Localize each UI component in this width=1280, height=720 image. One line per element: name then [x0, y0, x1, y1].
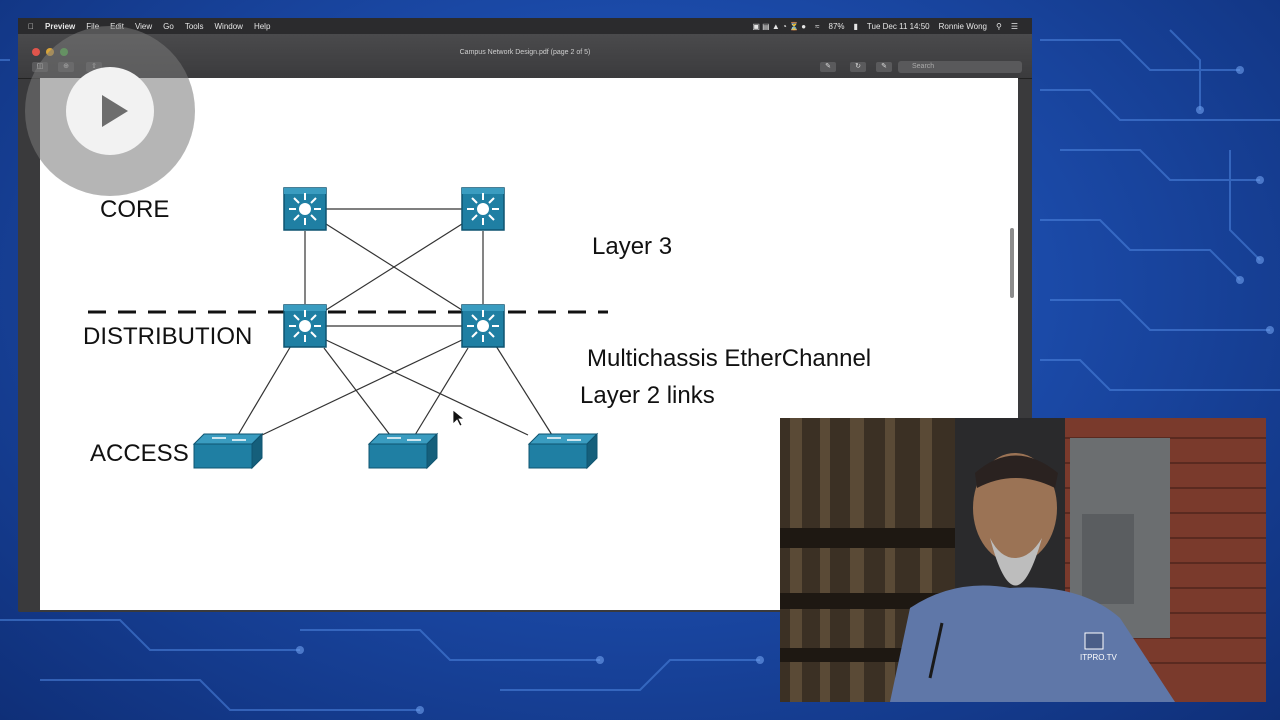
label-core: CORE	[100, 196, 170, 223]
access-switch-2-icon	[368, 433, 438, 469]
menu-go[interactable]: Go	[157, 21, 174, 31]
search-input[interactable]: Search	[898, 61, 1022, 73]
menu-bar:  Preview File Edit View Go Tools Window…	[18, 18, 1032, 34]
label-access: ACCESS	[90, 440, 189, 467]
vertical-scrollbar[interactable]	[1010, 228, 1014, 298]
menu-help[interactable]: Help	[247, 21, 270, 31]
label-layer2-links: Layer 2 links	[580, 382, 715, 409]
battery-icon[interactable]: ▮	[853, 21, 858, 31]
presenter-video: ITPRO.TV	[780, 418, 1266, 702]
menu-window[interactable]: Window	[208, 21, 243, 31]
label-distribution: DISTRIBUTION	[83, 323, 253, 350]
network-diagram	[88, 187, 608, 469]
menu-tools[interactable]: Tools	[178, 21, 204, 31]
wifi-icon[interactable]: ≈	[815, 21, 820, 31]
menu-view[interactable]: View	[128, 21, 152, 31]
itprotv-badge: ITPRO.TV	[1080, 653, 1118, 662]
label-layer3: Layer 3	[592, 233, 673, 260]
menu-file[interactable]: File	[80, 21, 99, 31]
rotate-icon[interactable]: ↻	[850, 62, 866, 72]
play-button-disc	[66, 67, 154, 155]
close-button[interactable]	[32, 48, 40, 56]
clock[interactable]: Tue Dec 11 14:50	[866, 21, 930, 31]
access-switch-3-icon	[528, 433, 598, 469]
apple-icon[interactable]: 	[28, 22, 34, 31]
document-title: Campus Network Design.pdf (page 2 of 5)	[459, 49, 591, 56]
battery-percent[interactable]: 87%	[828, 21, 845, 31]
access-switch-1-icon	[193, 433, 263, 469]
distribution-switch-2-icon	[461, 304, 505, 348]
status-icons[interactable]: ▣ ▤ ▲ ◔ ⏳ ●	[752, 21, 807, 31]
menu-app-name[interactable]: Preview	[39, 21, 75, 31]
spotlight-icon[interactable]: ⚲	[995, 21, 1002, 31]
play-icon	[102, 95, 128, 127]
play-button[interactable]	[25, 26, 195, 196]
label-multichassis-etherchannel: Multichassis EtherChannel	[587, 345, 872, 372]
link-lines	[237, 208, 553, 436]
core-switch-2-icon	[461, 187, 505, 231]
annotate-icon[interactable]: ✎	[876, 62, 892, 72]
notification-icon[interactable]: ☰	[1010, 21, 1018, 31]
distribution-switch-1-icon	[283, 304, 327, 348]
mouse-cursor-icon	[452, 409, 466, 427]
core-switch-1-icon	[283, 187, 327, 231]
presenter-scene: ITPRO.TV	[780, 418, 1266, 702]
user-name[interactable]: Ronnie Wong	[938, 21, 987, 31]
markup-pen-icon[interactable]: ✎	[820, 62, 836, 72]
